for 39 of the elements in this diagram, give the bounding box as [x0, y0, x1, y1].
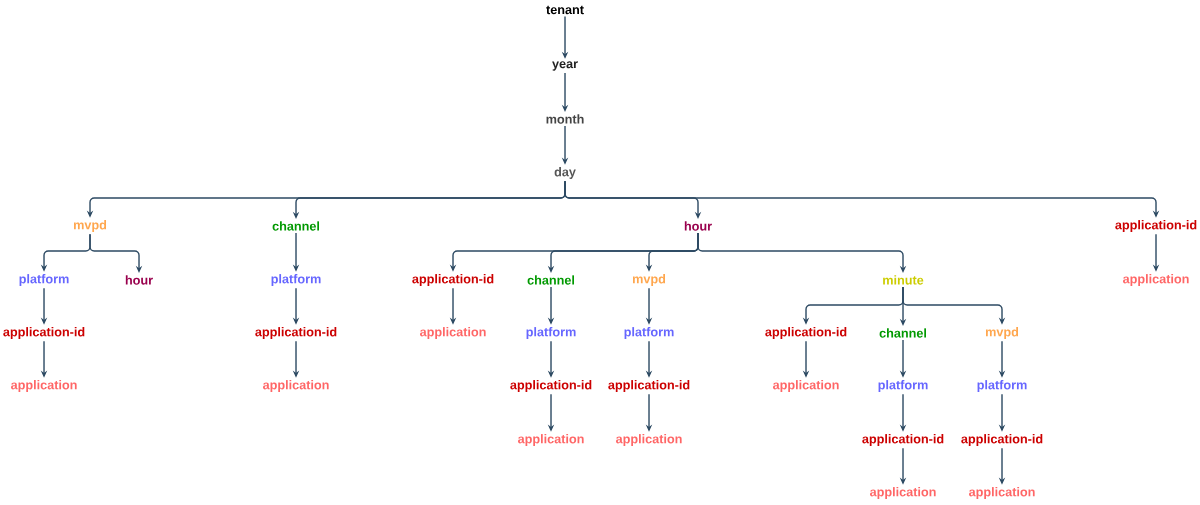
node-label: application-id	[608, 380, 690, 392]
node-label: application	[773, 380, 839, 392]
node-label: platform	[271, 274, 321, 286]
node-label: application-id	[412, 274, 494, 286]
node-label: platform	[526, 327, 576, 339]
node-label: platform	[878, 380, 928, 392]
node-label: platform	[624, 327, 674, 339]
node-label: application-id	[765, 327, 847, 339]
node-label: mvpd	[633, 274, 666, 286]
node-label: application	[616, 434, 682, 446]
arrow	[89, 233, 143, 273]
node-label: application-id	[961, 434, 1043, 446]
node-label: tenant	[546, 5, 584, 15]
node-label: application	[969, 487, 1035, 499]
node-label: application-id	[510, 380, 592, 392]
node-label: application	[11, 380, 77, 392]
node-label: application-id	[1115, 220, 1197, 232]
node-label: platform	[19, 274, 69, 286]
node-label: application-id	[862, 434, 944, 446]
node-label: mvpd	[74, 220, 107, 232]
node-label: minute	[883, 275, 924, 285]
node-label: application-id	[255, 327, 337, 339]
arrow	[697, 232, 907, 273]
node-label: year	[552, 61, 578, 71]
node-label: application-id	[3, 327, 85, 339]
node-label: day	[554, 167, 576, 179]
node-label: application	[420, 327, 486, 339]
node-label: month	[546, 114, 584, 124]
node-label: application	[518, 434, 584, 446]
node-label: application	[1123, 274, 1189, 286]
node-label: platform	[977, 380, 1027, 392]
node-label: hour	[125, 275, 153, 285]
node-label: mvpd	[985, 327, 1019, 339]
node-label: application	[870, 487, 936, 499]
node-label: channel	[272, 221, 320, 231]
node-label: application	[263, 380, 329, 392]
node-label: channel	[527, 275, 574, 285]
node-label: channel	[879, 328, 926, 338]
node-label: hour	[684, 221, 712, 231]
